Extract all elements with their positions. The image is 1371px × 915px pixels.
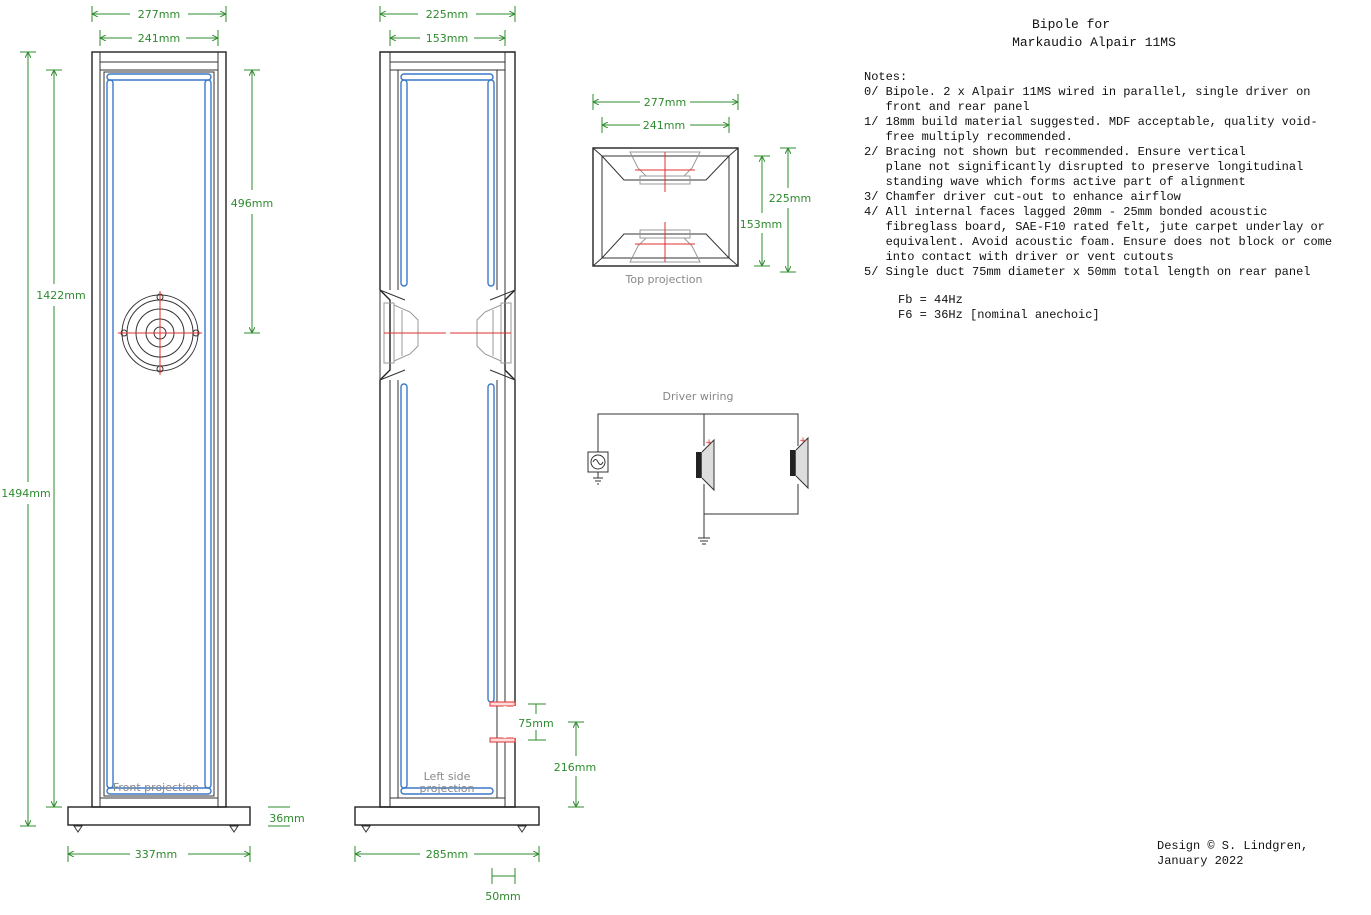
side-cabinet-outline [379, 51, 516, 808]
top-outer-width-dim: 277mm [644, 96, 686, 109]
front-projection: 277mm 241mm 496mm 1422mm 1494mm 36mm 337… [1, 6, 305, 862]
speaker-2-polarity: + [799, 436, 807, 446]
side-caption-line2: projection [420, 782, 475, 795]
top-front-driver-icon [629, 151, 701, 192]
speaker-1-icon [696, 438, 715, 492]
front-plinth-height-dim: 36mm [269, 812, 304, 825]
duct-diameter-dim: 75mm [518, 717, 553, 730]
notes-line: plane not significantly disrupted to pre… [864, 160, 1303, 174]
front-projection-caption: Front projection [113, 781, 199, 794]
side-outer-depth-dim: 225mm [426, 8, 468, 21]
notes-line: 1/ 18mm build material suggested. MDF ac… [864, 115, 1318, 129]
side-plinth-depth-dim: 285mm [426, 848, 468, 861]
front-plinth [67, 806, 251, 826]
speaker-1-polarity: + [705, 438, 713, 448]
front-total-height-dim: 1494mm [1, 487, 50, 500]
top-inner-depth-dim: 153mm [740, 218, 782, 231]
top-outer-depth-dim: 225mm [769, 192, 811, 205]
notes-line: fibreglass board, SAE-F10 rated felt, ju… [864, 220, 1325, 234]
side-front-driver-icon [383, 302, 446, 364]
notes-f6: F6 = 36Hz [nominal anechoic] [898, 308, 1100, 322]
front-cabinet-outline [91, 51, 227, 808]
side-plinth [354, 806, 540, 826]
notes-line: 2/ Bracing not shown but recommended. En… [864, 145, 1246, 159]
credit-line-2: January 2022 [1157, 854, 1243, 868]
title-block: Bipole for Markaudio Alpair 11MS [1012, 17, 1176, 50]
driver-wiring-diagram: Driver wiring + + [587, 390, 809, 545]
front-plinth-width-dim: 337mm [135, 848, 177, 861]
front-driver-icon [118, 291, 202, 375]
duct-bottom [489, 737, 516, 743]
top-cabinet-outline [592, 147, 739, 267]
credit-line-1: Design © S. Lindgren, [1157, 839, 1308, 853]
top-inner-width-dim: 241mm [643, 119, 685, 132]
notes-line: front and rear panel [864, 100, 1030, 114]
top-projection: 277mm 241mm 225mm 153mm Top projection [592, 94, 811, 286]
duct-height-dim: 216mm [554, 761, 596, 774]
notes-line: 4/ All internal faces lagged 20mm - 25mm… [864, 205, 1267, 219]
title-line-2: Markaudio Alpair 11MS [1012, 35, 1176, 50]
duct-length-dim: 50mm [485, 890, 520, 903]
notes-line: into contact with driver or vent cutouts [864, 250, 1174, 264]
driver-wiring-caption: Driver wiring [663, 390, 734, 403]
notes-heading: Notes: [864, 70, 907, 84]
title-line-1: Bipole for [1032, 17, 1110, 32]
side-caption-line1: Left side [424, 770, 471, 783]
credit-block: Design © S. Lindgren, January 2022 [1157, 839, 1308, 868]
front-driver-height-dim: 496mm [231, 197, 273, 210]
top-rear-driver-icon [629, 222, 701, 263]
duct-top [489, 701, 516, 707]
notes-line: 0/ Bipole. 2 x Alpair 11MS wired in para… [864, 85, 1310, 99]
notes-fb: Fb = 44Hz [898, 293, 963, 307]
notes-line: 5/ Single duct 75mm diameter x 50mm tota… [864, 265, 1310, 279]
ac-source-icon [587, 451, 609, 485]
ground-icon [698, 537, 710, 545]
notes-block: Notes: 0/ Bipole. 2 x Alpair 11MS wired … [864, 70, 1332, 322]
notes-line: standing wave which forms active part of… [864, 175, 1246, 189]
front-inner-height-dim: 1422mm [36, 289, 85, 302]
top-projection-caption: Top projection [625, 273, 703, 286]
front-inner-width-dim: 241mm [138, 32, 180, 45]
notes-line: free multiply recommended. [864, 130, 1073, 144]
side-inner-depth-dim: 153mm [426, 32, 468, 45]
speaker-2-icon [790, 436, 809, 490]
notes-line: 3/ Chamfer driver cut-out to enhance air… [864, 190, 1182, 204]
notes-line: equivalent. Avoid acoustic foam. Ensure … [864, 235, 1332, 249]
side-projection: 225mm 153mm 75mm 216mm 285mm 50mm Left s… [354, 6, 596, 903]
front-outer-width-dim: 277mm [138, 8, 180, 21]
side-rear-driver-icon [450, 302, 512, 364]
